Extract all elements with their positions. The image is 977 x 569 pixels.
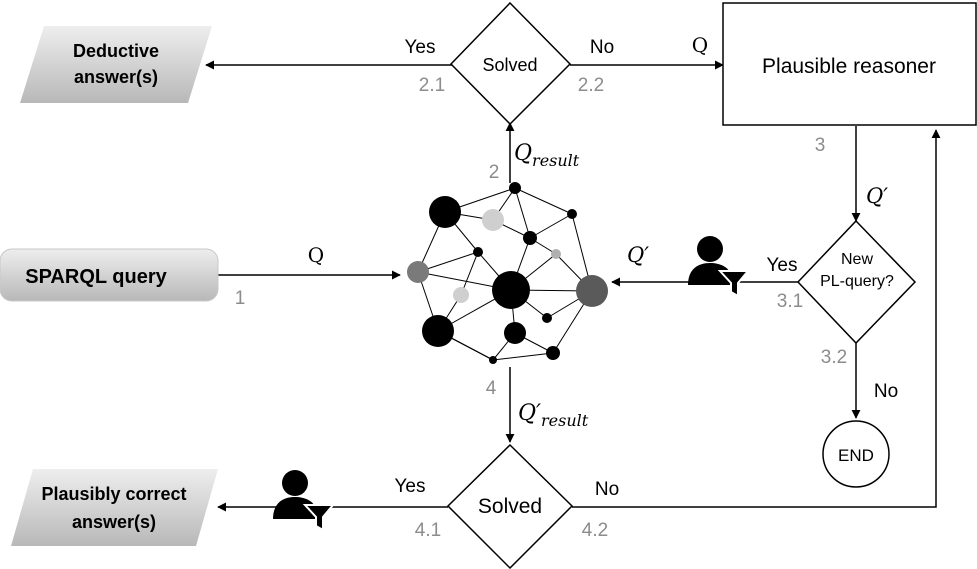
end-node: END <box>822 420 890 488</box>
user-filter-icon <box>688 236 751 298</box>
q-reasoner-label: Q <box>692 33 708 57</box>
no-bottom-label: No <box>595 479 619 500</box>
q-input-label: Q <box>308 243 324 267</box>
step-2: 2 <box>489 162 500 183</box>
q-result-label: Qresult <box>514 141 580 170</box>
step-3-2: 3.2 <box>821 347 847 368</box>
step-3: 3 <box>815 135 826 156</box>
q-prime-result-label: Q′result <box>518 401 589 430</box>
step-4-2: 4.2 <box>582 520 608 541</box>
plausible-reasoner-node: Plausible reasoner <box>722 2 977 126</box>
plausible-reasoner-label: Plausible reasoner <box>762 55 936 78</box>
sparql-query-node: SPARQL query <box>0 248 219 302</box>
solved-top-label: Solved <box>482 55 537 75</box>
step-2-2: 2.2 <box>578 75 604 96</box>
knowledge-graph-icon <box>407 182 608 364</box>
step-4: 4 <box>486 378 497 399</box>
step-3-1: 3.1 <box>777 291 803 312</box>
no-top-label: No <box>590 37 614 58</box>
no-pl-label: No <box>874 381 898 402</box>
yes-pl-label: Yes <box>767 255 798 276</box>
solved-bottom-label: Solved <box>478 495 542 518</box>
yes-bottom-label: Yes <box>395 476 426 497</box>
solved-top-node: Solved <box>449 1 572 126</box>
solved-bottom-node: Solved <box>446 443 574 569</box>
user-filter-icon <box>273 470 336 532</box>
edge-solved-bottom-to-reasoner <box>572 129 941 508</box>
step-2-1: 2.1 <box>419 75 445 96</box>
q-prime-graph-label: Q′ <box>627 243 649 267</box>
sparql-query-label: SPARQL query <box>25 266 167 288</box>
step-1: 1 <box>235 288 246 309</box>
step-4-1: 4.1 <box>415 520 441 541</box>
q-prime-reasoner-label: Q′ <box>866 184 888 208</box>
end-label: END <box>838 446 874 465</box>
yes-top-label: Yes <box>405 37 436 58</box>
